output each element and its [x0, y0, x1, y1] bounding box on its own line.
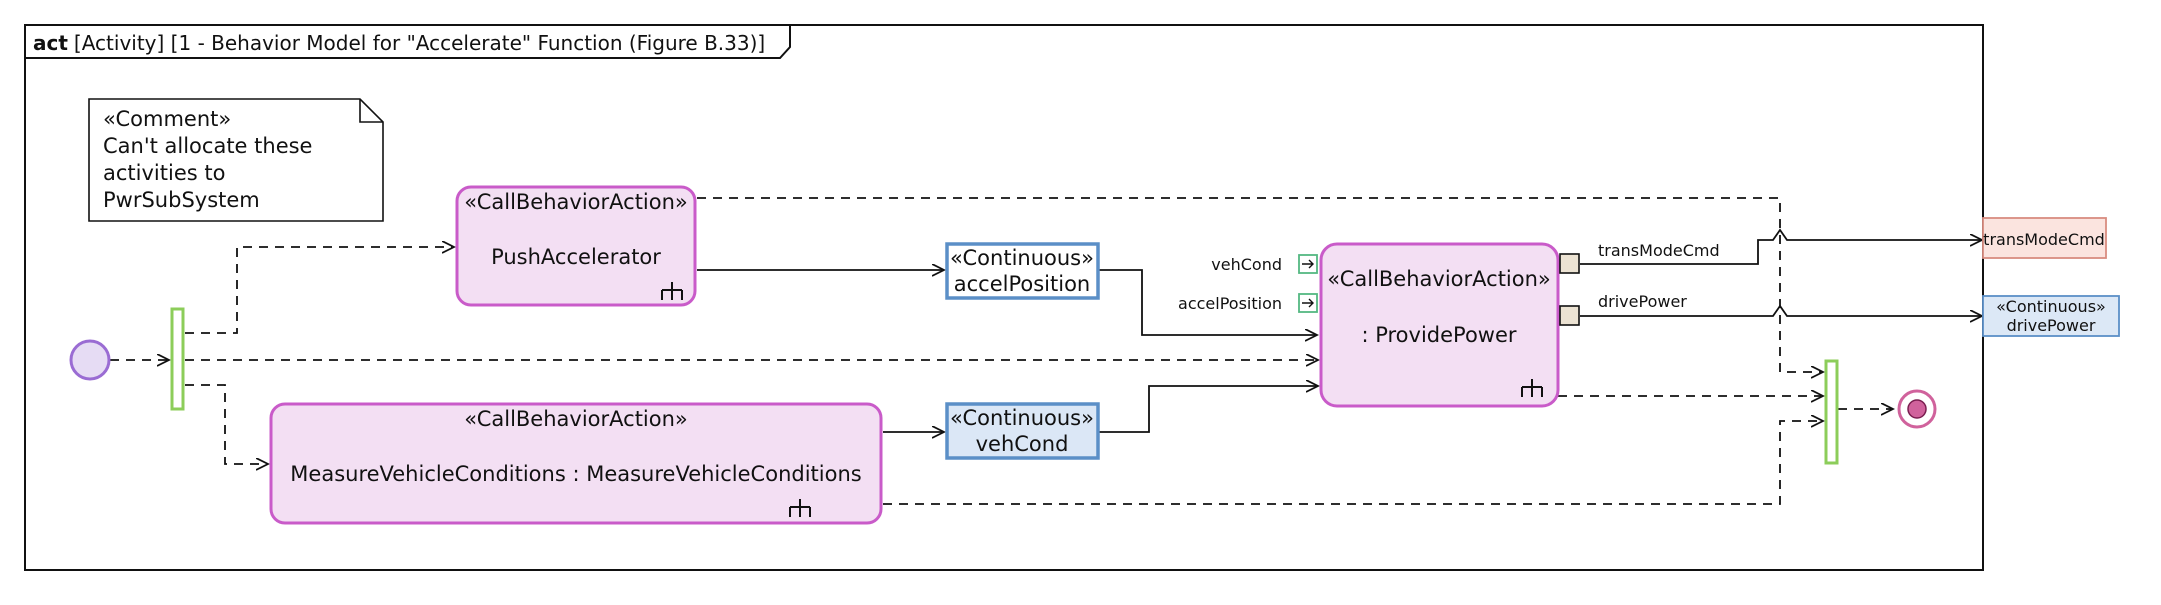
object-flow-accelposition-to-pin[interactable]	[1099, 269, 1317, 335]
comment-line-2: activities to	[103, 161, 225, 185]
measure-vehicle-name: MeasureVehicleConditions : MeasureVehicl…	[290, 462, 861, 486]
object-node-accel-position[interactable]: «Continuous» accelPosition	[945, 242, 1100, 300]
object-flow-transmodecmd[interactable]	[1580, 228, 1982, 265]
parameter-drive-power[interactable]: «Continuous» drivePower	[1982, 295, 2120, 337]
comment-line-3: PwrSubSystem	[103, 188, 260, 212]
push-accelerator-stereotype: «CallBehaviorAction»	[464, 190, 688, 214]
pin-in-accelposition[interactable]	[1298, 293, 1318, 313]
pin-in-accelposition-label: accelPosition	[1178, 294, 1282, 313]
provide-power-stereotype: «CallBehaviorAction»	[1327, 267, 1551, 291]
pin-in-vehcond[interactable]	[1298, 254, 1318, 274]
comment-line-1: Can't allocate these	[103, 134, 312, 158]
veh-cond-stereotype: «Continuous»	[950, 406, 1094, 430]
control-flow-push-to-join[interactable]	[697, 197, 1823, 372]
accel-position-name: accelPosition	[954, 272, 1090, 296]
parameter-trans-mode-cmd-name: transModeCmd	[1983, 230, 2105, 249]
comment-stereotype: «Comment»	[103, 107, 231, 131]
action-push-accelerator[interactable]: «CallBehaviorAction» PushAccelerator	[455, 185, 697, 307]
parameter-trans-mode-cmd[interactable]: transModeCmd	[1982, 217, 2107, 259]
control-flow-fork-to-push[interactable]	[185, 247, 454, 334]
frame-title-tab	[24, 24, 791, 59]
pin-out-transmodecmd[interactable]	[1559, 253, 1580, 274]
provide-power-name: : ProvidePower	[1361, 323, 1516, 347]
svg-text:act[Activity] [1 - Behavior M: act[Activity] [1 - Behavior Model for "A…	[33, 31, 765, 55]
action-provide-power[interactable]: «CallBehaviorAction» : ProvidePower	[1319, 242, 1560, 408]
pin-out-drivepower-label: drivePower	[1598, 292, 1687, 311]
parameter-drive-power-name: drivePower	[2007, 316, 2096, 335]
control-flow-fork-to-measure[interactable]	[185, 384, 268, 464]
action-measure-vehicle-conditions[interactable]: «CallBehaviorAction» MeasureVehicleCondi…	[269, 402, 883, 525]
pin-arrow-icon	[1302, 259, 1314, 269]
object-flow-drivepower[interactable]	[1580, 304, 1982, 316]
pin-out-drivepower[interactable]	[1559, 305, 1580, 326]
control-flow-measure-to-join[interactable]	[883, 421, 1823, 505]
rake-icon	[1521, 379, 1543, 397]
parameter-drive-power-stereotype: «Continuous»	[1996, 297, 2106, 316]
initial-node[interactable]	[69, 339, 111, 381]
fork-bar[interactable]	[170, 307, 185, 411]
rake-icon	[661, 282, 683, 300]
object-flows	[697, 228, 1982, 433]
measure-vehicle-stereotype: «CallBehaviorAction»	[464, 407, 688, 431]
rake-icon	[789, 499, 811, 517]
activity-final-node[interactable]	[1897, 389, 1937, 429]
accel-position-stereotype: «Continuous»	[950, 246, 1094, 270]
pin-arrow-icon	[1302, 298, 1314, 308]
comment-note-shape	[88, 98, 384, 222]
frame-title: [Activity] [1 - Behavior Model for "Acce…	[74, 31, 765, 55]
comment-note-fold	[359, 99, 383, 123]
frame-keyword: act	[33, 31, 68, 55]
veh-cond-name: vehCond	[976, 432, 1069, 456]
pin-out-transmodecmd-label: transModeCmd	[1598, 241, 1720, 260]
push-accelerator-name: PushAccelerator	[491, 245, 661, 269]
comment-note[interactable]: «Comment» Can't allocate these activitie…	[88, 98, 384, 222]
object-node-veh-cond[interactable]: «Continuous» vehCond	[945, 402, 1100, 460]
object-flow-vehcond-to-provide[interactable]	[1099, 386, 1318, 433]
control-flows	[110, 197, 1893, 505]
join-bar[interactable]	[1824, 359, 1839, 465]
pin-in-vehcond-label: vehCond	[1211, 255, 1282, 274]
